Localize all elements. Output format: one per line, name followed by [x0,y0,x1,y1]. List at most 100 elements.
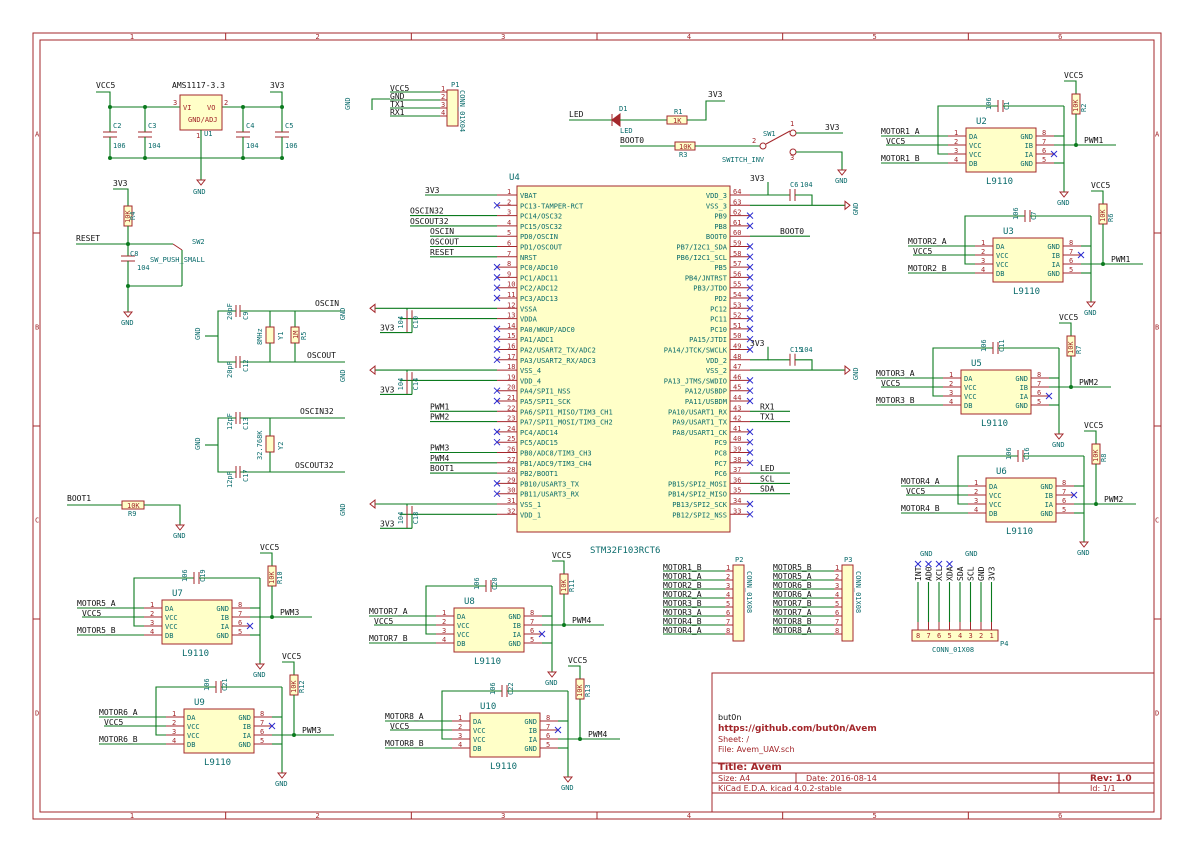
conn-pin-number: 5 [948,632,952,640]
y1-ref: Y1 [277,332,285,340]
conn-net-label: MOTOR8_A [773,626,812,635]
net-label: PWM3 [430,444,449,453]
pin-number: 6 [260,728,264,736]
gnd-label: GND [835,177,848,185]
conn-pin-number: 2 [835,573,839,581]
pin-name: PC6 [714,470,727,478]
driver-gnd: GND [253,663,266,679]
pin-name: DB [989,510,997,518]
reset-gnd: GND [121,311,134,327]
pin-name: VCC [996,252,1009,260]
driver-ref: U10 [480,702,496,712]
conn-net-label: MOTOR5_B [773,563,812,572]
pin-number: 7 [507,250,511,258]
p1-pin-number: 4 [441,109,445,117]
pin-name: GND [1015,375,1028,383]
cap-ref: C22 [507,682,515,695]
pin-name: PA4/SPI1_NSS [520,388,571,396]
pullup-vcc-net: VCC5 [1084,421,1103,430]
pin-name: PB2/BOOT1 [520,470,558,478]
pin-name: VSS_1 [520,501,541,509]
net-label: OSCIN [430,227,454,236]
pin-name: PA1/ADC1 [520,336,554,344]
conn-pin-number: 4 [958,632,962,640]
pin-number: 7 [1042,138,1046,146]
cap-ref: C6 [790,181,798,189]
frame-col-label: 2 [316,812,320,820]
pin-name: PA8/USART1_CK [672,429,728,437]
pin-name: IA [529,736,538,744]
driver-value: L9110 [490,762,517,772]
pin-name: PC4/ADC14 [520,429,558,437]
resistor-value: 10K [1067,341,1075,354]
pullup-vcc-net: VCC5 [552,551,571,560]
conn-pin-number: 2 [726,573,730,581]
pin-name: IB [1025,142,1033,150]
pin-name: PB8 [714,223,727,231]
driver-body [469,712,541,758]
frame-col-label: 4 [687,812,691,820]
pin-number: 44 [733,394,741,402]
conn-net-label: MOTOR2_B [663,581,702,590]
pin-number: 31 [507,497,515,505]
pin-number: 8 [507,260,511,268]
driver-body [985,477,1057,523]
pin-number: 29 [507,476,515,484]
pin-number: 3 [150,619,154,627]
ams-pin-vi: VI [183,104,191,112]
pin-name: DA [457,613,466,621]
sw2-ref: SW2 [192,238,205,246]
net-label: RX1 [760,402,775,411]
gnd-label: GND [1052,441,1065,449]
pin-number: 7 [546,723,550,731]
pin-name: IB [513,622,521,630]
ams1117-value: AMS1117-3.3 [172,81,225,90]
pin-name: PC12 [710,305,727,313]
net-label: OSCIN32 [410,207,444,216]
pin-name: PB9 [714,213,727,221]
pin-number: 8 [1042,129,1046,137]
driver-body [960,369,1032,415]
cap-value: 106 [1005,447,1013,460]
resistor-value: 10K [268,571,276,584]
p1-pin-number: 3 [441,101,445,109]
cap-ref: C20 [491,577,499,590]
resistor-value: 10K [1092,449,1100,462]
pin-name: PC15/OSC32 [520,223,562,231]
tb-url[interactable]: https://github.com/but0n/Avem [718,724,877,734]
pin-name: PB13/SPI2_SCK [672,501,728,509]
pin-number: 51 [733,322,741,330]
pin-number: 4 [150,628,154,636]
reset-v-label: 3V3 [113,179,128,188]
pin-name: PA15/JTDI [689,336,727,344]
pin-number: 1 [150,601,154,609]
pin-number: 6 [238,619,242,627]
resistor-ref: R7 [1075,346,1083,354]
pin-number: 6 [1062,497,1066,505]
vcc-net: VCC5 [104,718,123,727]
driver-gnd: GND [275,772,288,788]
lse-gnd-label: GND [194,437,202,450]
conn-pin-number: 8 [726,627,730,635]
pin-name: PB4/JNTRST [685,274,728,282]
net-label: BOOT0 [780,227,804,236]
c17-value: 12pF [226,471,234,488]
motor-a-net: MOTOR7_A [369,607,408,616]
cap-value: 104 [397,512,405,525]
p1-pin-number: 1 [441,85,445,93]
